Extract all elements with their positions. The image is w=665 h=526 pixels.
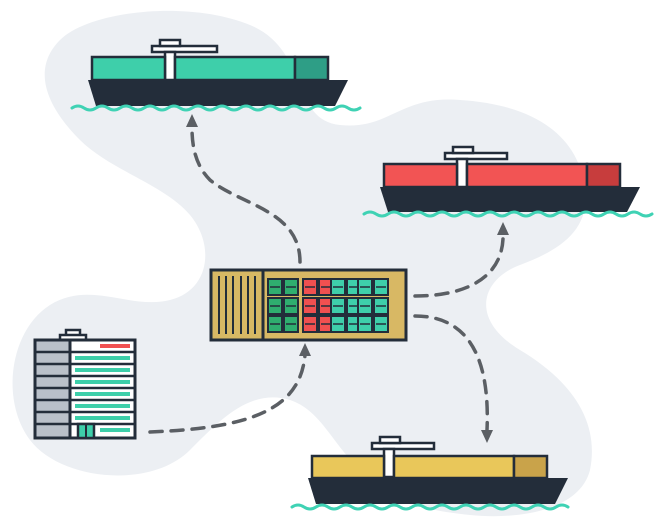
arrow-hub-to-right-ship <box>413 230 505 298</box>
arrow-hub-to-top-ship <box>190 126 302 264</box>
arrowhead-hub <box>299 343 311 356</box>
arrows <box>148 126 505 434</box>
water-line <box>70 104 362 112</box>
cargo-ship-yellow-icon <box>290 435 570 511</box>
arrowhead-bottom <box>481 430 493 443</box>
cargo-ship-red-icon <box>362 145 654 218</box>
arrowheads <box>186 114 509 443</box>
warehouse-building-icon <box>33 328 137 440</box>
container-of-crates-icon <box>209 268 408 342</box>
background-blob <box>12 10 592 517</box>
arrowhead-top <box>186 114 198 127</box>
arrowhead-right <box>497 222 509 235</box>
cargo-ship-green-icon <box>70 38 362 112</box>
water-line <box>362 210 654 218</box>
water-line <box>290 503 570 511</box>
crate-grid <box>261 270 389 340</box>
arrow-hub-to-bottom-ship <box>413 314 490 432</box>
arrow-building-to-hub <box>148 353 307 434</box>
